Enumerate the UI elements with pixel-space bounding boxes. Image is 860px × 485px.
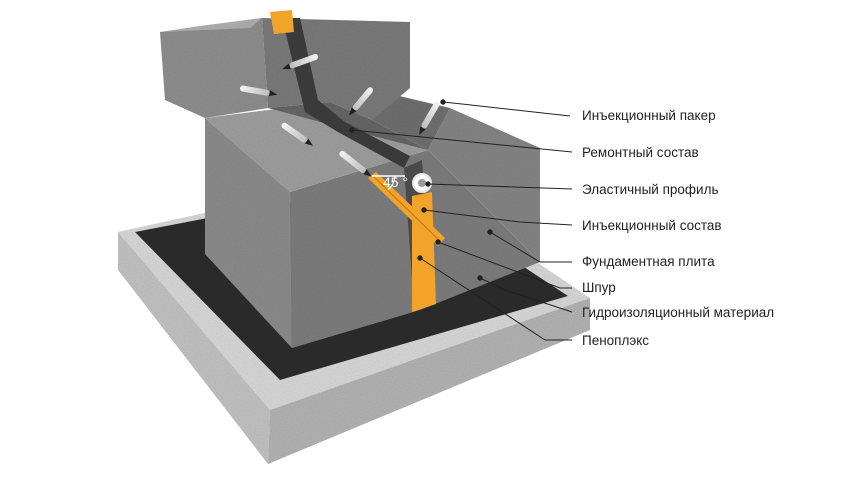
label-waterproofing-material: Гидроизоляционный материал	[582, 305, 775, 320]
leader-line-2	[351, 129, 573, 153]
packer-4	[419, 101, 440, 135]
angle-arc-curve	[387, 175, 396, 191]
label-injection-composition: Инъекционный состав	[582, 218, 722, 233]
leader-line-3	[427, 183, 573, 190]
leader-lines	[349, 99, 573, 341]
leader-line-6	[437, 241, 572, 289]
joint-orange-top	[270, 10, 294, 34]
injection-packers	[239, 54, 440, 177]
leader-line-7	[479, 277, 573, 313]
joint-top-seam	[282, 18, 410, 168]
leader-line-4	[423, 209, 573, 226]
label-injection-packer: Инъекционный пакер	[582, 108, 716, 123]
elastic-profile-core	[418, 179, 426, 187]
packer-2	[239, 85, 278, 97]
injection-composition	[368, 172, 445, 312]
label-penoplex: Пеноплэкс	[582, 333, 650, 348]
slab-side-right	[268, 298, 590, 464]
label-bore-hole: Шпур	[582, 280, 616, 295]
elastic-profile	[412, 173, 432, 193]
angle-label: 45 °	[383, 174, 409, 190]
block-right-upper-face	[372, 95, 450, 150]
packer-6	[339, 150, 372, 177]
leader-line-5	[489, 231, 572, 263]
leader-line-1	[442, 101, 571, 117]
slab-side-left	[118, 232, 270, 464]
angle-marker	[372, 175, 405, 191]
packer-1	[282, 54, 319, 70]
block-front-left-face	[205, 118, 292, 348]
upper-block-front	[160, 18, 268, 118]
upper-block-top	[160, 18, 262, 32]
packer-3	[348, 87, 374, 116]
label-repair-compound: Ремонтный состав	[582, 145, 699, 160]
label-elastic-profile: Эластичный профиль	[582, 182, 719, 197]
bore-center-line	[371, 174, 442, 243]
label-foundation-slab: Фундаментная плита	[582, 254, 715, 269]
leader-line-8	[419, 257, 572, 341]
packer-5	[281, 122, 314, 146]
